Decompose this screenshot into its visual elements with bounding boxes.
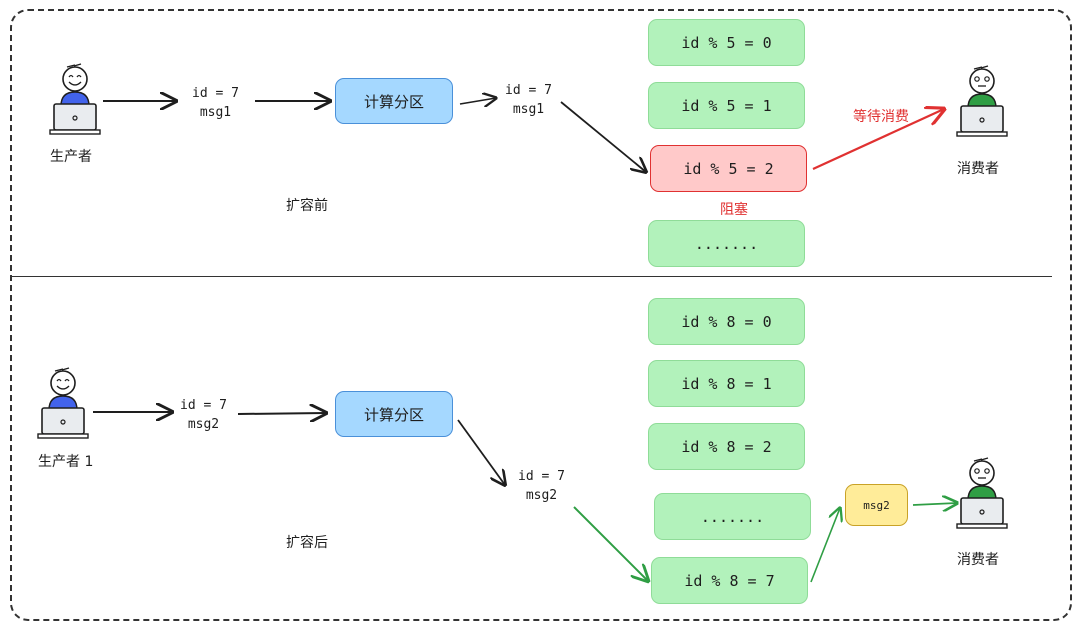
partition-top-0: id % 5 = 0 bbox=[648, 19, 805, 66]
consumer-icon-bottom bbox=[955, 456, 1009, 534]
message-id: id = 7 bbox=[518, 469, 565, 484]
partition-bottom-ellipsis: ....... bbox=[654, 493, 811, 540]
partition-label: id % 5 = 1 bbox=[681, 96, 772, 115]
producer-icon-bottom bbox=[36, 366, 90, 444]
message-name: msg2 bbox=[187, 417, 220, 432]
router-box-bottom: 计算分区 bbox=[335, 391, 453, 437]
wait-consume-label: 等待消费 bbox=[853, 109, 909, 125]
router-label: 计算分区 bbox=[363, 405, 424, 424]
consumer-label-top: 消费者 bbox=[957, 161, 999, 177]
message-bottom-1: id = 7 msg2 bbox=[180, 396, 227, 434]
partition-label: ....... bbox=[700, 507, 765, 526]
producer-icon-top bbox=[48, 62, 102, 140]
consumer-icon-top bbox=[955, 64, 1009, 142]
message-name: msg1 bbox=[512, 102, 545, 117]
consumer-label-bottom: 消费者 bbox=[957, 552, 999, 568]
partition-bottom-2: id % 8 = 2 bbox=[648, 423, 805, 470]
partition-label: id % 8 = 1 bbox=[681, 374, 772, 393]
section-divider bbox=[10, 276, 1052, 277]
message-id: id = 7 bbox=[505, 83, 552, 98]
partition-top-2-blocked: id % 5 = 2 bbox=[650, 145, 807, 192]
diagram-frame bbox=[10, 9, 1072, 621]
partition-bottom-7: id % 8 = 7 bbox=[651, 557, 808, 604]
in-flight-message: msg2 bbox=[845, 484, 908, 526]
in-flight-label: msg2 bbox=[863, 498, 890, 512]
message-top-2: id = 7 msg1 bbox=[505, 81, 552, 119]
message-top-1: id = 7 msg1 bbox=[192, 84, 239, 122]
producer-label-bottom: 生产者 1 bbox=[38, 454, 94, 470]
partition-bottom-1: id % 8 = 1 bbox=[648, 360, 805, 407]
message-id: id = 7 bbox=[180, 398, 227, 413]
partition-label: id % 8 = 7 bbox=[684, 571, 775, 590]
partition-label: id % 5 = 2 bbox=[683, 159, 774, 178]
blocked-label: 阻塞 bbox=[720, 202, 748, 218]
partition-label: id % 8 = 2 bbox=[681, 437, 772, 456]
message-name: msg1 bbox=[199, 105, 232, 120]
section-label-before: 扩容前 bbox=[286, 198, 328, 214]
message-id: id = 7 bbox=[192, 86, 239, 101]
partition-label: id % 5 = 0 bbox=[681, 33, 772, 52]
router-box-top: 计算分区 bbox=[335, 78, 453, 124]
producer-label-top: 生产者 bbox=[50, 149, 92, 165]
partition-top-ellipsis: ....... bbox=[648, 220, 805, 267]
partition-label: id % 8 = 0 bbox=[681, 312, 772, 331]
partition-top-1: id % 5 = 1 bbox=[648, 82, 805, 129]
message-bottom-2: id = 7 msg2 bbox=[518, 467, 565, 505]
partition-bottom-0: id % 8 = 0 bbox=[648, 298, 805, 345]
section-label-after: 扩容后 bbox=[286, 535, 328, 551]
message-name: msg2 bbox=[525, 488, 558, 503]
partition-label: ....... bbox=[694, 234, 759, 253]
router-label: 计算分区 bbox=[363, 92, 424, 111]
